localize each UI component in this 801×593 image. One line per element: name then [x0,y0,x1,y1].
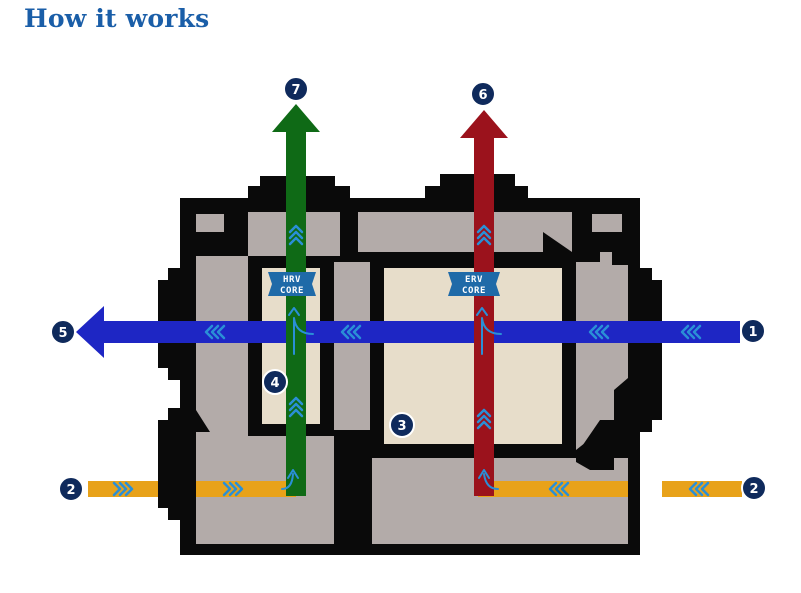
chamber-top-right-vent [592,214,622,232]
chevrons-orange-left [112,481,244,497]
marker-7: 7 [283,76,309,102]
orange-stream-left-duct [196,481,296,497]
blue-stream-arrowhead [76,306,104,358]
chamber-center-top [358,212,543,252]
flow-turn-arrows [281,307,502,490]
chevrons-orange-right [548,481,710,497]
erv-core-tag: ERV CORE [448,272,500,296]
chamber-left-middle [196,256,248,455]
erv-core-label-line1: ERV [465,275,483,285]
green-stream-arrowhead [272,104,320,132]
marker-6: 6 [470,81,496,107]
chevrons-blue-stream [204,324,702,340]
marker-4: 4 [262,369,288,395]
svg-text:4: 4 [270,376,279,391]
orange-stream-right-duct [478,481,628,497]
hrv-core-label-line1: HRV [283,275,301,285]
hrv-core-tag: HRV CORE [268,272,316,296]
marker-1: 1 [740,318,766,344]
hrv-core-label-line2: CORE [280,286,304,296]
svg-text:3: 3 [397,419,406,434]
bottom-right-duct [576,420,614,470]
svg-text:5: 5 [58,326,67,341]
chamber-bottom-right [372,458,628,544]
svg-text:1: 1 [748,325,757,340]
erv-core [384,268,562,444]
chevrons-vertical-streams [288,224,492,430]
red-stream-arrowhead [460,110,508,138]
red-stream-duct [474,134,494,496]
marker-5: 5 [50,319,76,345]
chamber-top-left-vent [196,214,224,232]
chamber-middle-strip [334,262,370,430]
svg-text:2: 2 [66,483,75,498]
marker-2-right: 2 [741,475,767,501]
svg-text:6: 6 [478,88,487,103]
page-title: How it works [24,4,210,33]
chamber-right-middle [576,252,628,450]
blue-stream-duct [100,321,740,343]
marker-2-left: 2 [58,476,84,502]
erv-core-label-line2: CORE [462,286,486,296]
orange-stream-left-in [88,481,158,497]
svg-text:2: 2 [749,482,758,497]
svg-text:7: 7 [291,83,300,98]
chamber-top-right [543,212,572,252]
marker-3: 3 [389,412,415,438]
